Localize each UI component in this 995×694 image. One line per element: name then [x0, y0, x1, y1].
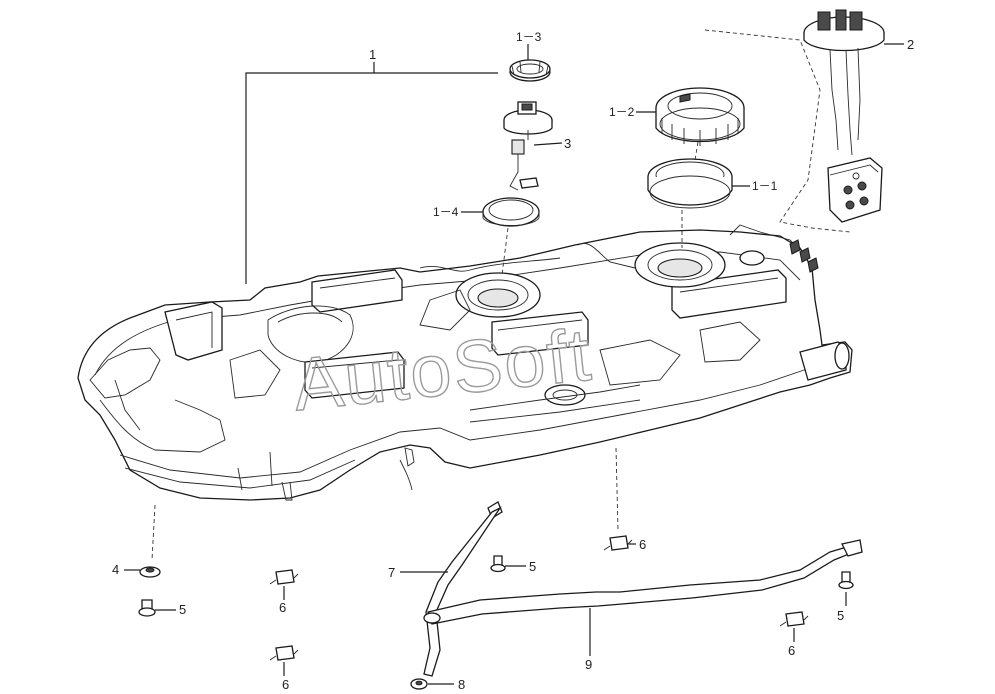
bolt-2	[490, 555, 506, 573]
seal-ring-large	[647, 158, 733, 209]
clip-3	[603, 535, 633, 551]
callout-1: 1	[369, 47, 376, 62]
callout-3: 3	[564, 136, 571, 151]
callout-1-4: 1－4	[433, 205, 459, 219]
fuel-pump-assembly	[803, 9, 885, 223]
lock-ring-large	[655, 87, 745, 146]
fuel-sender-small	[503, 101, 553, 191]
strap-left	[423, 501, 503, 677]
bolt-1	[138, 599, 156, 617]
nut-8	[410, 678, 428, 690]
callout-4: 4	[112, 562, 119, 577]
callout-5-left: 5	[179, 602, 186, 617]
bolt-3	[838, 571, 854, 590]
seal-ring-small	[482, 197, 540, 227]
callout-5-right: 5	[837, 608, 844, 623]
callout-2: 2	[907, 37, 914, 52]
callout-6-b: 6	[282, 677, 289, 692]
callout-6-d: 6	[788, 643, 795, 658]
clip-2	[269, 645, 299, 661]
callout-labels: 1 1－3 3 1－4 1－2 1－1 2 4 5 5 5 6 6 6 6 7 …	[112, 30, 914, 692]
callout-8: 8	[458, 677, 465, 692]
washer-4	[139, 566, 161, 578]
callout-9: 9	[585, 657, 592, 672]
lock-ring-small	[509, 59, 551, 82]
clip-1	[269, 569, 299, 585]
leader-lines	[124, 43, 904, 685]
callout-1-3: 1－3	[516, 30, 542, 44]
fuel-tank	[77, 224, 853, 501]
strap-right	[423, 539, 863, 625]
callout-6-a: 6	[279, 600, 286, 615]
callout-1-1: 1－1	[752, 179, 778, 193]
clip-4	[779, 611, 809, 627]
callout-7: 7	[388, 565, 395, 580]
callout-6-c: 6	[639, 537, 646, 552]
pump-assembly-boundary	[704, 29, 851, 233]
callout-1-2: 1－2	[609, 105, 635, 119]
callout-5-center: 5	[529, 559, 536, 574]
